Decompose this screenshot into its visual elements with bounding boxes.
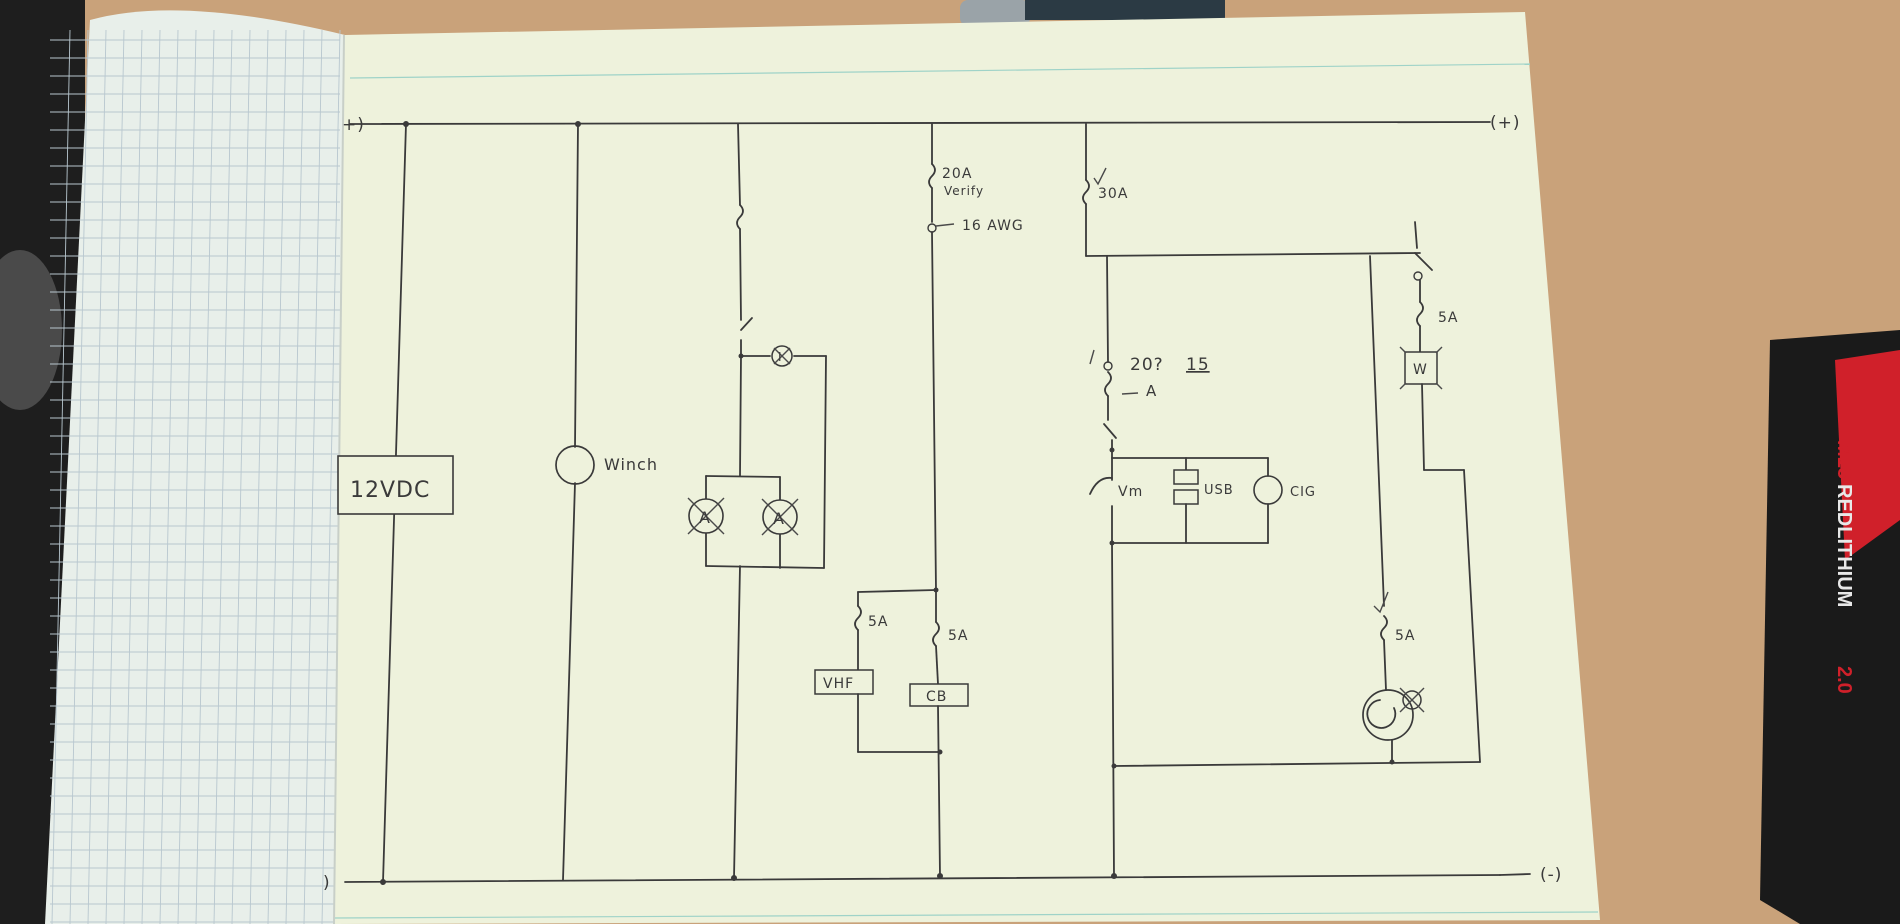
accessory-branch: 30A 20? 15 A Vm USB bbox=[1082, 123, 1481, 879]
vhf-box bbox=[814, 669, 874, 695]
winch-label: Winch bbox=[604, 455, 658, 474]
vm-label: Vm bbox=[1118, 484, 1143, 500]
vm-symbol bbox=[1089, 476, 1113, 495]
wire-gauge-label: 16 AWG bbox=[962, 218, 1024, 234]
indicator-lamp-i bbox=[771, 345, 793, 367]
lamps-branch: I A A bbox=[687, 123, 827, 881]
positive-rail bbox=[349, 121, 1491, 125]
fuse-5a-cb-label: 5A bbox=[948, 628, 968, 644]
battery-12vdc-box bbox=[337, 455, 454, 515]
positive-left-label: +) bbox=[342, 115, 365, 135]
indicator-label: I bbox=[778, 350, 783, 364]
usb-block-bottom bbox=[1173, 489, 1199, 505]
wiring-diagram: +) (+) ) (-) 12VDC Winch bbox=[323, 113, 1562, 893]
diagram-sheet bbox=[334, 12, 1600, 924]
negative-rail bbox=[344, 874, 1501, 883]
fan-motor-symbol bbox=[1362, 687, 1425, 741]
cig-label: CIG bbox=[1290, 485, 1316, 500]
negative-left-label: ) bbox=[323, 873, 331, 893]
grid-notebook bbox=[45, 10, 347, 924]
winch-symbol bbox=[555, 445, 595, 485]
dark-object-left bbox=[0, 250, 62, 410]
usb-block-top bbox=[1173, 469, 1199, 485]
fuse-5a-w-label: 5A bbox=[1438, 310, 1458, 326]
fuse-20a-label: 20A bbox=[942, 166, 972, 182]
w-box bbox=[1404, 351, 1438, 385]
radio-branch: 20A Verify 16 AWG 5A VHF 5A CB bbox=[814, 123, 1024, 879]
battery-branch: 12VDC bbox=[337, 121, 454, 885]
cb-label: CB bbox=[926, 689, 947, 705]
vhf-label: VHF bbox=[823, 676, 854, 692]
usb-label: USB bbox=[1204, 483, 1234, 498]
winch-branch: Winch bbox=[555, 121, 658, 881]
m18-battery: M18 REDLITHIUM 2.0 bbox=[1760, 330, 1900, 924]
fuse-5a-vhf-label: 5A bbox=[868, 614, 888, 630]
battery-brand-line3: 2.0 bbox=[1833, 666, 1855, 694]
lamp-a2-label: A bbox=[773, 509, 785, 528]
pen bbox=[960, 0, 1225, 26]
fuse-30a-label: 30A bbox=[1098, 186, 1128, 202]
fuse-20-label: 20? bbox=[1130, 355, 1164, 375]
battery-brand-line1: M18 bbox=[1833, 440, 1855, 479]
battery-brand-line2: REDLITHIUM bbox=[1833, 484, 1855, 607]
positive-right-label: (+) bbox=[1490, 113, 1521, 133]
fuse-5a-fan-label: 5A bbox=[1395, 628, 1415, 644]
w-label: W bbox=[1413, 362, 1428, 378]
lamp-a1-label: A bbox=[699, 508, 711, 527]
fuse-20a-note: Verify bbox=[944, 184, 984, 198]
fuse-15-label: 15 bbox=[1186, 355, 1210, 375]
negative-right-label: (-) bbox=[1540, 865, 1562, 885]
fuse-20-15-unit: A bbox=[1146, 382, 1157, 400]
battery-12vdc-label: 12VDC bbox=[350, 478, 430, 503]
cb-box bbox=[909, 683, 969, 707]
